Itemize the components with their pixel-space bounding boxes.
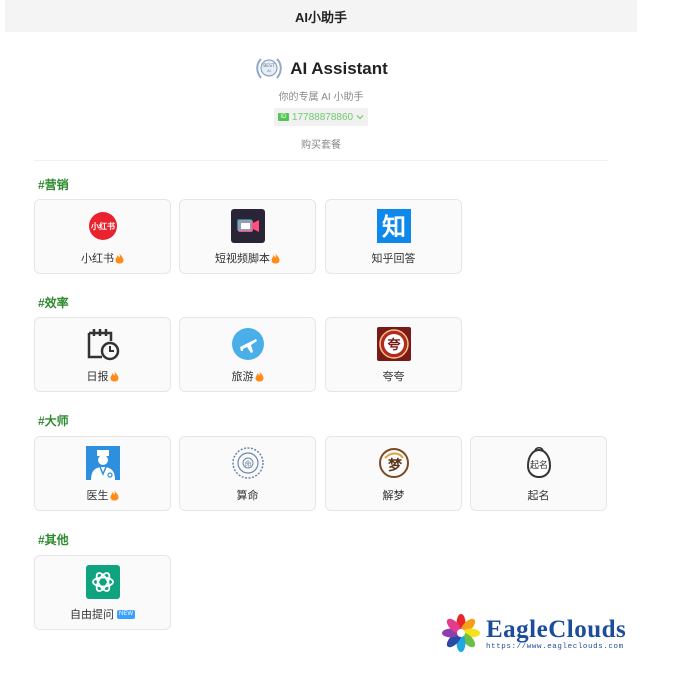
- fortune-icon: 命: [231, 446, 265, 480]
- watermark-url: https://www.eagleclouds.com: [486, 642, 624, 651]
- card-label: 旅游: [231, 371, 254, 383]
- card-short-video-script[interactable]: 短视频脚本: [179, 199, 316, 274]
- fire-icon: [271, 253, 280, 263]
- section-title-efficiency: #效率: [38, 296, 69, 310]
- card-label: 起名: [527, 490, 550, 502]
- svg-text:夸: 夸: [387, 337, 400, 353]
- card-xiaohongshu[interactable]: 小红书 小红书: [34, 199, 171, 274]
- brand-name: AI Assistant: [290, 59, 388, 78]
- license-icon: ID: [277, 113, 289, 121]
- svg-text:BEST: BEST: [263, 63, 275, 69]
- card-travel[interactable]: 旅游: [179, 317, 316, 392]
- best-award-logo-icon: BEST AI: [256, 58, 282, 79]
- svg-text:梦: 梦: [388, 457, 403, 474]
- card-free-question[interactable]: 自由提问 NEW: [34, 555, 171, 630]
- calendar-clock-icon: [86, 327, 120, 361]
- svg-text:小红书: 小红书: [90, 221, 115, 231]
- card-label: 算命: [236, 490, 259, 502]
- card-label: 夸夸: [382, 371, 405, 383]
- card-label: 日报: [86, 371, 109, 383]
- section-title-masters: #大师: [38, 414, 69, 428]
- tagline: 你的专属 AI 小助手: [278, 92, 364, 103]
- zhihu-icon: 知: [376, 209, 411, 243]
- card-label: 医生: [86, 490, 109, 502]
- section-title-other: #其他: [38, 533, 69, 547]
- new-badge: NEW: [117, 609, 135, 619]
- card-label: 解梦: [382, 490, 405, 502]
- card-zhihu-answer[interactable]: 知 知乎回答: [325, 199, 462, 274]
- card-label: 小红书: [81, 253, 114, 265]
- title-bar: AI小助手: [5, 0, 637, 32]
- card-kuakua[interactable]: 夸 夸夸: [325, 317, 462, 392]
- card-daily-report[interactable]: 日报: [34, 317, 171, 392]
- card-label: 自由提问: [70, 609, 114, 621]
- doctor-icon: [85, 446, 120, 480]
- phone-number: 17788878860: [291, 111, 354, 123]
- card-naming[interactable]: 起名 起名: [470, 436, 607, 511]
- chevron-down-icon: [356, 115, 364, 120]
- card-fortune[interactable]: 命 算命: [179, 436, 316, 511]
- card-label: 知乎回答: [371, 253, 416, 265]
- fire-icon: [110, 490, 118, 500]
- eagleclouds-watermark: EagleClouds https://www.eagleclouds.com: [440, 610, 660, 656]
- card-dream[interactable]: 梦 解梦: [325, 436, 462, 511]
- section-title-marketing: #营销: [38, 178, 69, 192]
- assistant-header: BEST AI AI Assistant 你的专属 AI 小助手 ID 1778…: [0, 54, 642, 151]
- brand-row: BEST AI AI Assistant: [0, 54, 642, 84]
- svg-text:知: 知: [382, 213, 406, 241]
- dream-icon: 梦: [377, 446, 411, 480]
- watermark-name: EagleClouds: [486, 615, 627, 643]
- card-doctor[interactable]: 医生: [34, 436, 171, 511]
- page-title: AI小助手: [294, 9, 347, 25]
- video-icon: [230, 209, 265, 243]
- naming-icon: 起名: [522, 446, 556, 480]
- airplane-icon: [231, 327, 265, 361]
- card-label: 短视频脚本: [215, 253, 270, 265]
- fire-icon: [255, 371, 263, 381]
- kuakua-icon: 夸: [376, 327, 411, 361]
- svg-text:AI: AI: [267, 69, 270, 73]
- chatgpt-icon: [85, 565, 120, 599]
- fire-icon: [110, 371, 118, 381]
- flower-logo-icon: [442, 614, 480, 652]
- fire-icon: [115, 253, 124, 263]
- account-phone-dropdown[interactable]: ID 17788878860: [273, 108, 369, 126]
- buy-plan-link[interactable]: 购买套餐: [301, 140, 341, 151]
- xiaohongshu-icon: 小红书: [86, 209, 120, 243]
- svg-text:起名: 起名: [529, 459, 547, 471]
- divider: [34, 160, 608, 161]
- svg-text:命: 命: [244, 459, 251, 468]
